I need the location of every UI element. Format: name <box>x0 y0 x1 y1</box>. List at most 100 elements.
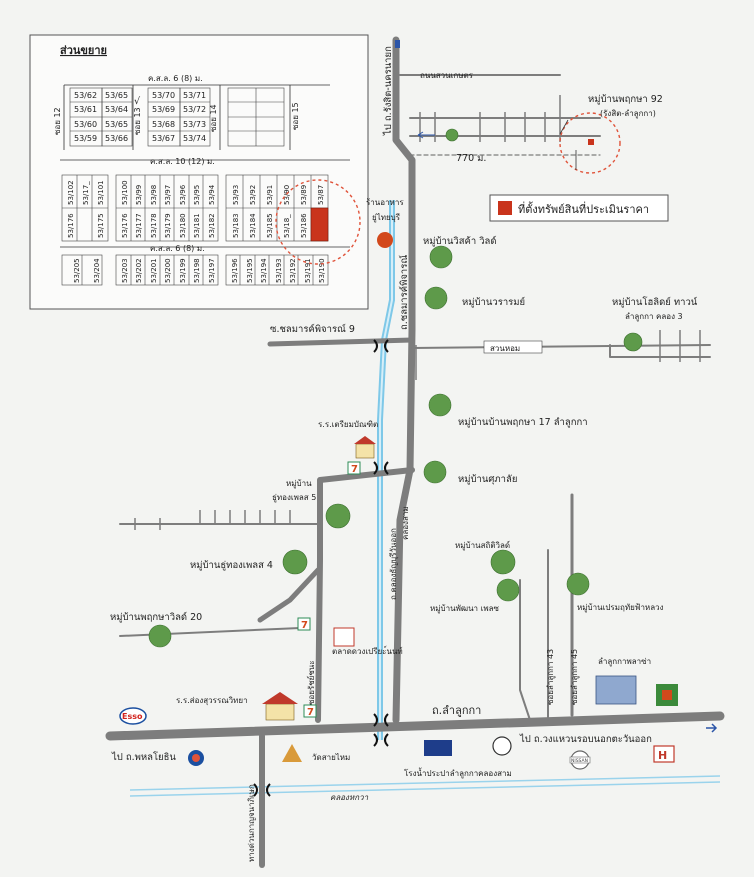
label-supalai: หมู่บ้านศุภาลัย <box>458 474 517 485</box>
label-school-triam: ร.ร.เตรียมบัณฑิต <box>318 420 378 429</box>
label-distance: 770 ม. <box>456 153 486 164</box>
village-icon <box>282 549 308 575</box>
inset-lot: 53/64 <box>105 105 128 114</box>
inset-lot: 53/65 <box>105 91 128 100</box>
label-lamlukka-plaza: ลำลูกกาพลาซ่า <box>598 657 651 667</box>
inset-road-top: ค.ส.ล. 6 (8) ม. <box>148 74 203 83</box>
inset-soi-15: ซอย 15 <box>291 102 300 130</box>
label-sathit: หมู่บ้านสถิติวิลด์ <box>455 540 510 551</box>
label-expressway: ทางด่วนกาญจนาภิเษก <box>247 784 256 862</box>
inset-lot: 53/195 <box>246 258 254 283</box>
inset-lot: 53/180 <box>179 213 187 238</box>
inset-lot: 53/61 <box>74 105 97 114</box>
subject-lot <box>310 207 329 242</box>
svg-text:H: H <box>658 749 667 762</box>
village-icon <box>623 332 643 352</box>
label-market: ตลาดดวงเปรียะ์นนท์ <box>332 645 403 656</box>
inset-lot: 53/201 <box>150 258 158 283</box>
school-icon <box>262 692 298 721</box>
village-icon <box>423 460 447 484</box>
inset-lot: 53/181 <box>193 213 201 238</box>
label-suan-kaset: ถนนสวนเกษตร <box>420 71 474 80</box>
label-lam-luk-ka-road: ถ.ลำลูกกา <box>432 704 481 717</box>
inset-lot: 53/69 <box>152 105 175 114</box>
label-thongpol5: หมู่บ้าน <box>286 479 312 489</box>
market-icon <box>333 627 355 647</box>
inset-lot: 53/97 <box>164 185 172 205</box>
inset-soi-13: ซอย 13 <box>133 107 142 135</box>
label-to-ring-road: ไป ถ.วงแหวนรอบนอกตะวันออก <box>519 733 652 745</box>
inset-lot: 53/60 <box>74 120 97 129</box>
factory-icon <box>424 740 452 756</box>
seven-eleven-label: 7 <box>301 620 308 631</box>
label-soi-43: ซอยลำลูกกา 43 <box>546 649 556 705</box>
label-pruksaville20: หมู่บ้านพฤกษาวิลด์ 20 <box>110 611 202 623</box>
inset-lot: 53/196 <box>231 258 239 283</box>
subject-highlight-circle <box>275 179 361 265</box>
inset-lot: 53/203 <box>121 258 129 283</box>
village-icon <box>490 549 516 575</box>
inset-lot: 53/98 <box>150 185 158 205</box>
inset-lot: 53/186 <box>300 213 308 238</box>
village-icon <box>566 572 590 596</box>
village-icon <box>429 245 453 269</box>
inset-lot: 53/18_ <box>283 214 291 238</box>
subject-marker-icon <box>588 139 594 145</box>
label-klong-sam: คลองสาม <box>401 506 410 540</box>
legend-box <box>489 194 669 222</box>
legend-swatch <box>498 201 512 215</box>
inset-lot: 53/92 <box>249 185 257 205</box>
inset-lot: 53/178 <box>150 213 158 238</box>
inset-lot: 53/90 <box>283 185 291 205</box>
inset-lot: 53/95 <box>193 185 201 205</box>
label-pruksa-92: หมู่บ้านพฤกษา 92 <box>588 94 663 105</box>
village-icon <box>424 286 448 310</box>
inset-lot: 53/202 <box>135 258 143 283</box>
school-icon <box>354 436 376 459</box>
label-klong-canal: คลองหกวา <box>330 793 369 802</box>
village-icon <box>428 393 452 417</box>
inset-lot: 53/89 <box>300 185 308 205</box>
inset-lot: 53/99 <box>135 185 143 205</box>
temple-icon <box>282 744 302 762</box>
inset-lot: 53/73 <box>183 120 206 129</box>
inset-lot: 53/176 <box>67 213 75 238</box>
label-temple: วัดสายไหม <box>312 753 350 762</box>
inset-soi-12: ซอย 12 <box>53 107 62 135</box>
inset-lot: 53/176 <box>121 213 129 238</box>
mazda-logo <box>492 736 512 756</box>
label-chonmark-road: ถ.ชลมารค์พิจารณ์ <box>398 255 410 330</box>
village-icon <box>496 578 520 602</box>
inset-road-bottom: ค.ส.ล. 6 (8) ม. <box>150 244 205 253</box>
seven-eleven-icon: 7 <box>303 704 317 718</box>
inset-lot: 53/66 <box>105 134 128 143</box>
label-soi-45: ซอยลำลูกกา 45 <box>570 649 580 705</box>
inset-panel: ส่วนขยาย ซอย 12 ซอย 13 ซอย 14 ซอย 15 ค.ส… <box>29 34 369 310</box>
label-rangsit-nakhonnayok: ไป ถ.รังสิต-นครนายก <box>382 46 394 136</box>
inset-lot: 53/94 <box>208 184 216 205</box>
inset-lot: 53/59 <box>74 134 97 143</box>
inset-road-mid: ค.ส.ล. 10 (12) ม. <box>150 157 215 166</box>
inset-lot: 53/68 <box>152 120 175 129</box>
label-klong-thanyaburi: ถ.คลองธัญบุรีวันออก <box>389 528 398 600</box>
inset-soi-14: ซอย 14 <box>209 104 218 132</box>
inset-lot: 53/91 <box>266 185 274 205</box>
label-school-songsuwan: ร.ร.ส่องสุวรรณวิทยา <box>176 696 248 705</box>
inset-lot: 53/87 <box>317 185 325 205</box>
inset-lot: 53/175 <box>97 213 105 238</box>
inset-lot: 53/93 <box>232 185 240 205</box>
esso-label: Esso <box>122 712 143 721</box>
village-icon <box>325 503 351 529</box>
bridge-icons <box>253 339 389 797</box>
legend-label: ที่ตั้งทรัพย์สินที่ประเมินราคา <box>518 201 649 216</box>
inset-lot: 53/200 <box>164 258 172 283</box>
village-icon <box>148 624 172 648</box>
inset-lot: 53/179 <box>164 213 172 238</box>
nissan-label: NISSAN <box>571 758 588 764</box>
inset-lot: 53/74 <box>183 134 206 143</box>
subject-location: หมู่บ้านพฤกษา 92 (รังสิต-ลำลูกกา) ที่ตั้… <box>417 94 669 222</box>
subject-circle <box>559 112 621 174</box>
inset-lot: 53/190 <box>318 258 326 283</box>
seven-eleven-label: 7 <box>351 464 358 475</box>
